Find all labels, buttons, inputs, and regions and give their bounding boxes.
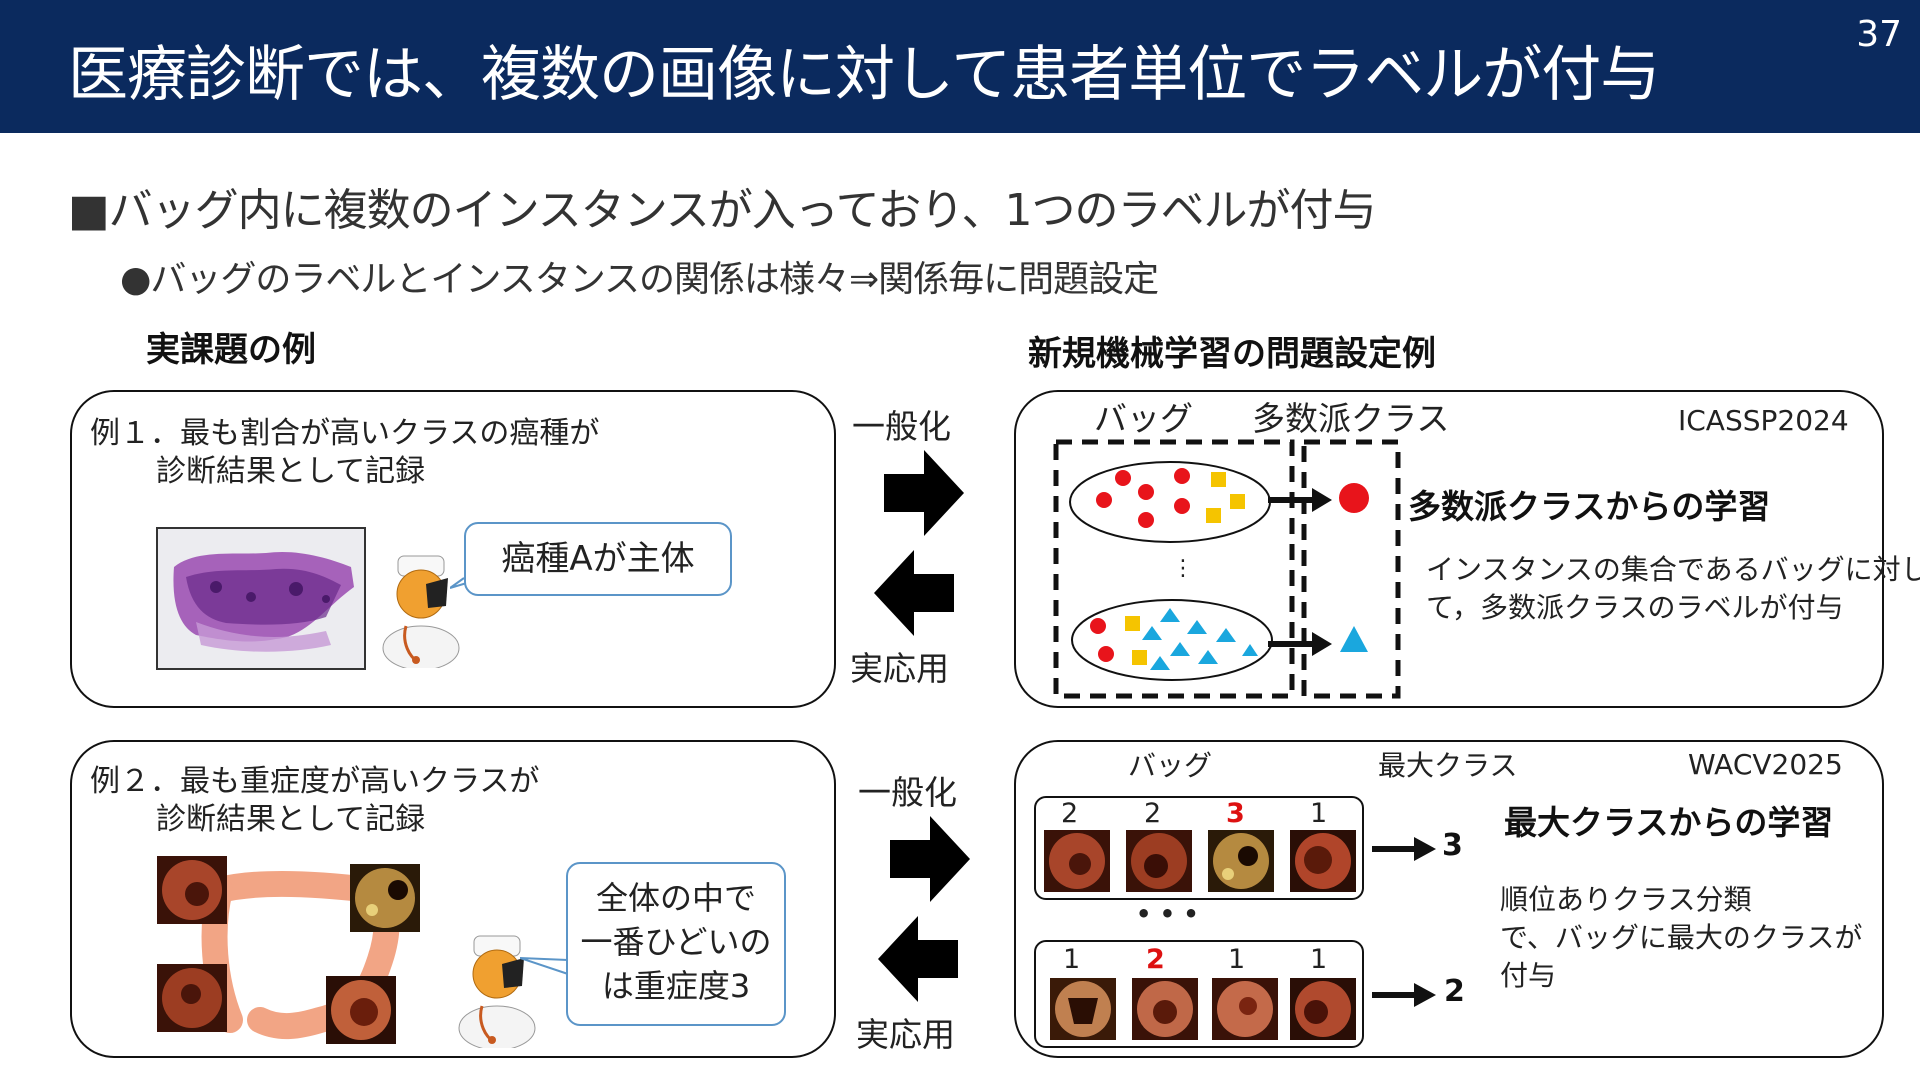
bag2-instance-label: 1 — [1063, 944, 1081, 975]
endoscopy-image — [1290, 978, 1356, 1040]
speech-bubble-tail — [520, 957, 569, 975]
endoscopy-image — [350, 864, 420, 932]
example1-line2: 診断結果として記録 — [156, 454, 426, 489]
bag1-instance-label: 2 — [1144, 798, 1162, 829]
problem1-venue: ICASSP2024 — [1678, 404, 1849, 437]
bullet-level2: ●バッグのラベルとインスタンスの関係は様々⇒関係毎に問題設定 — [120, 259, 1159, 300]
bag1-instance-label: 2 — [1061, 798, 1079, 829]
endoscopy-image — [1050, 978, 1116, 1040]
bubble-line: 全体の中で — [595, 879, 756, 917]
arrow-left-icon — [878, 916, 958, 1002]
section-heading-right: 新規機械学習の問題設定例 — [1028, 334, 1436, 374]
problem2-heading: 最大クラスからの学習 — [1504, 803, 1834, 842]
page-number: 37 — [1856, 14, 1902, 55]
problem2-bag1 — [1034, 796, 1364, 900]
problem2-bag2 — [1034, 940, 1364, 1048]
bags-continuation-dots: • • • — [1136, 900, 1199, 928]
speech-bubble-severity: 全体の中で 一番ひどいの は重症度3 — [566, 862, 786, 1026]
endoscopy-image — [326, 976, 396, 1044]
bag1-instance-label: 1 — [1310, 798, 1328, 829]
endoscopy-image — [1044, 830, 1110, 892]
problem1-diagram — [1053, 439, 1401, 699]
bag1-instance-label-max: 3 — [1226, 798, 1245, 829]
example1-line1: 例１．最も割合が高いクラスの癌種が — [90, 416, 600, 451]
title-bar — [0, 0, 1920, 133]
arrow-right-icon — [890, 816, 970, 902]
problem1-desc-line2: て，多数派クラスのラベルが付与 — [1426, 591, 1844, 624]
doctor-icon — [382, 555, 460, 668]
problem2-desc-line1: 順位ありクラス分類 — [1500, 883, 1752, 916]
bag2-instance-label: 1 — [1228, 944, 1246, 975]
problem2-venue: WACV2025 — [1688, 748, 1843, 781]
arrow-right-icon — [1372, 983, 1436, 1007]
endoscopy-image — [1126, 830, 1192, 892]
apply-label-1: 実応用 — [850, 649, 949, 688]
problem1-heading: 多数派クラスからの学習 — [1408, 487, 1771, 526]
problem1-desc-line1: インスタンスの集合であるバッグに対し — [1426, 553, 1920, 586]
arrow-left-icon — [874, 550, 954, 636]
bag2-result: 2 — [1444, 974, 1465, 1009]
problem2-class-label: 最大クラス — [1378, 749, 1518, 782]
speech-bubble-cancer-type: 癌種Aが主体 — [464, 522, 732, 596]
problem2-desc-line2: で、バッグに最大のクラスが — [1500, 921, 1863, 954]
bullet-level1: ■バッグ内に複数のインスタンスが入っており、1つのラベルが付与 — [68, 185, 1377, 236]
doctor-icon — [458, 935, 536, 1048]
example2-line1: 例２．最も重症度が高いクラスが — [90, 764, 540, 799]
problem1-bag-label: バッグ — [1094, 399, 1193, 438]
endoscopy-image — [1208, 830, 1274, 892]
apply-label-2: 実応用 — [856, 1015, 955, 1054]
problem2-bag-label: バッグ — [1128, 749, 1213, 782]
endoscopy-image — [1132, 978, 1198, 1040]
arrow-right-icon — [884, 450, 964, 536]
example2-line2: 診断結果として記録 — [156, 802, 426, 837]
problem1-class-label: 多数派クラス — [1252, 399, 1450, 438]
problem2-desc-line3: 付与 — [1500, 959, 1557, 992]
bag2-instance-label-max: 2 — [1146, 944, 1165, 975]
endoscopy-image — [1212, 978, 1278, 1040]
endoscopy-image — [157, 964, 227, 1032]
bag1-result: 3 — [1442, 828, 1463, 863]
generalize-label-2: 一般化 — [858, 773, 957, 812]
generalize-label-1: 一般化 — [852, 407, 951, 446]
problem1-ellipsis: ⋮ — [1172, 556, 1194, 581]
bubble-line: は重症度3 — [601, 967, 751, 1005]
bag2-instance-label: 1 — [1310, 944, 1328, 975]
bubble-line: 一番ひどいの — [580, 923, 772, 961]
slide-title: 医療診断では、複数の画像に対して患者単位でラベルが付与 — [68, 40, 1660, 110]
endoscopy-image — [157, 856, 227, 924]
pathology-slide-image — [156, 527, 366, 670]
section-heading-left: 実課題の例 — [146, 330, 316, 370]
endoscopy-image — [1290, 830, 1356, 892]
arrow-right-icon — [1372, 837, 1436, 861]
